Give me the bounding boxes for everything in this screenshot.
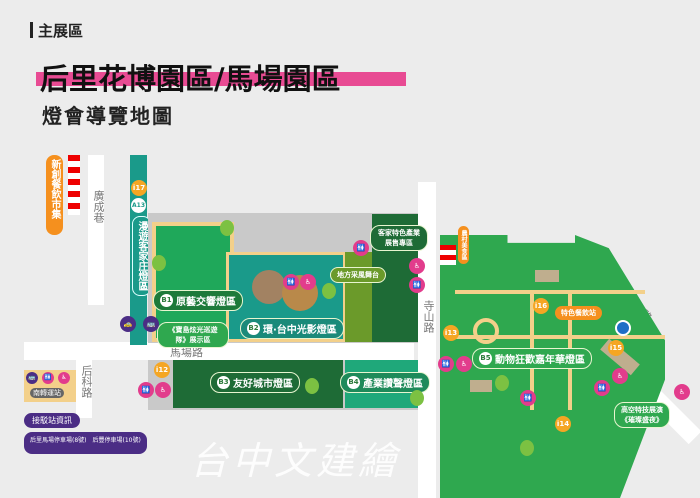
market-stripes xyxy=(68,155,80,215)
rural-food-label: 農村美食區 xyxy=(458,226,469,264)
zone-badge: B5 xyxy=(479,352,492,365)
taxi-icon: 🚕 xyxy=(120,316,136,332)
zone-name: 產業讚聲燈區 xyxy=(363,379,423,390)
hakka-label: 客家特色產業展售專區 xyxy=(370,225,428,251)
expo-label: 《寶島炫光巡遊隊》展示區 xyxy=(157,322,229,348)
section-label: 主展區 xyxy=(38,22,84,40)
path xyxy=(455,335,665,339)
info-point[interactable]: i15 xyxy=(608,340,624,356)
zone-name: 動物狂歡嘉年華燈區 xyxy=(495,355,585,366)
accessible-icon: ♿ xyxy=(58,372,70,384)
accessible-icon: ♿ xyxy=(155,382,171,398)
road-label-houke: 后科路 xyxy=(80,365,93,398)
show-name: 《璀璨盛夜》 xyxy=(621,416,663,424)
accessible-icon: ♿ xyxy=(674,384,690,400)
bus-icon: 🚌 xyxy=(26,372,38,384)
roundabout xyxy=(473,318,499,344)
toilet-icon: 🚻 xyxy=(520,390,536,406)
shuttle-info-button[interactable]: 接駁站資訊 xyxy=(24,413,80,428)
building xyxy=(470,380,492,392)
toilet-icon: 🚻 xyxy=(438,356,454,372)
info-point[interactable]: i14 xyxy=(555,416,571,432)
toilet-icon: 🚻 xyxy=(353,240,369,256)
zone-name: 原藝交響燈區 xyxy=(176,297,236,308)
show-title: 高空特技展演 xyxy=(621,406,663,414)
show-label: 高空特技展演《璀璨盛夜》 xyxy=(614,402,670,428)
tree-icon xyxy=(152,255,166,271)
water-icon xyxy=(615,320,631,336)
food-label: 特色餐飲站 xyxy=(555,306,602,320)
zone-name: 友好城市燈區 xyxy=(233,379,293,390)
building xyxy=(535,270,559,282)
zone-badge: B2 xyxy=(247,322,260,335)
zone-badge: B1 xyxy=(160,294,173,307)
zone-badge: B3 xyxy=(217,376,230,389)
watermark: 台中文建繪 xyxy=(190,439,401,483)
zone-name: 環·台中光影燈區 xyxy=(263,325,337,336)
stage-label: 地方采風舞台 xyxy=(330,267,386,283)
bus-icon: 🚌 xyxy=(143,316,159,332)
section-marker xyxy=(30,22,33,38)
toilet-icon: 🚻 xyxy=(283,274,299,290)
tree-icon xyxy=(410,390,424,406)
toilet-icon: 🚻 xyxy=(42,372,54,384)
road-machang xyxy=(24,342,414,360)
zone-a13-badge: A13 xyxy=(131,198,146,213)
title-highlight xyxy=(36,72,406,86)
toilet-icon: 🚻 xyxy=(138,382,154,398)
market-label: 新創餐飲市集 xyxy=(46,155,63,235)
toilet-icon: 🚻 xyxy=(594,380,610,396)
info-point[interactable]: i12 xyxy=(154,362,170,378)
accessible-icon: ♿ xyxy=(409,258,425,274)
parking-2: 后豐停車場(10號) xyxy=(92,437,141,444)
road-houke xyxy=(76,358,92,418)
zone-badge: B4 xyxy=(347,376,360,389)
tree-icon xyxy=(322,283,336,299)
accessible-icon: ♿ xyxy=(300,274,316,290)
accessible-icon: ♿ xyxy=(612,368,628,384)
info-point[interactable]: i16 xyxy=(533,298,549,314)
road-label-machang: 馬場路 xyxy=(170,346,203,359)
parking-1: 后里馬場停車場(8號) xyxy=(30,437,87,444)
info-point[interactable]: i13 xyxy=(443,325,459,341)
tree-icon xyxy=(520,440,534,456)
road-label-guangcheng: 廣成巷 xyxy=(92,190,105,223)
toilet-icon: 🚻 xyxy=(409,277,425,293)
info-point[interactable]: i17 xyxy=(131,180,147,196)
zone-stage-area xyxy=(345,252,375,342)
parking-info: 后里馬場停車場(8號) 后豐停車場(10號) xyxy=(24,432,147,454)
page-subtitle: 燈會導覽地圖 xyxy=(42,104,174,128)
rural-stripes xyxy=(440,245,456,265)
page-title: 后里花博園區/馬場園區 xyxy=(40,62,341,96)
tree-icon xyxy=(220,220,234,236)
accessible-icon: ♿ xyxy=(456,356,472,372)
tree-icon xyxy=(495,375,509,391)
tree-icon xyxy=(305,378,319,394)
path xyxy=(455,290,645,294)
pond xyxy=(252,270,286,304)
station-label: 南轉運站 xyxy=(30,388,64,398)
road-guangcheng xyxy=(88,155,104,305)
road-label-sishan: 寺山路 xyxy=(422,300,435,333)
